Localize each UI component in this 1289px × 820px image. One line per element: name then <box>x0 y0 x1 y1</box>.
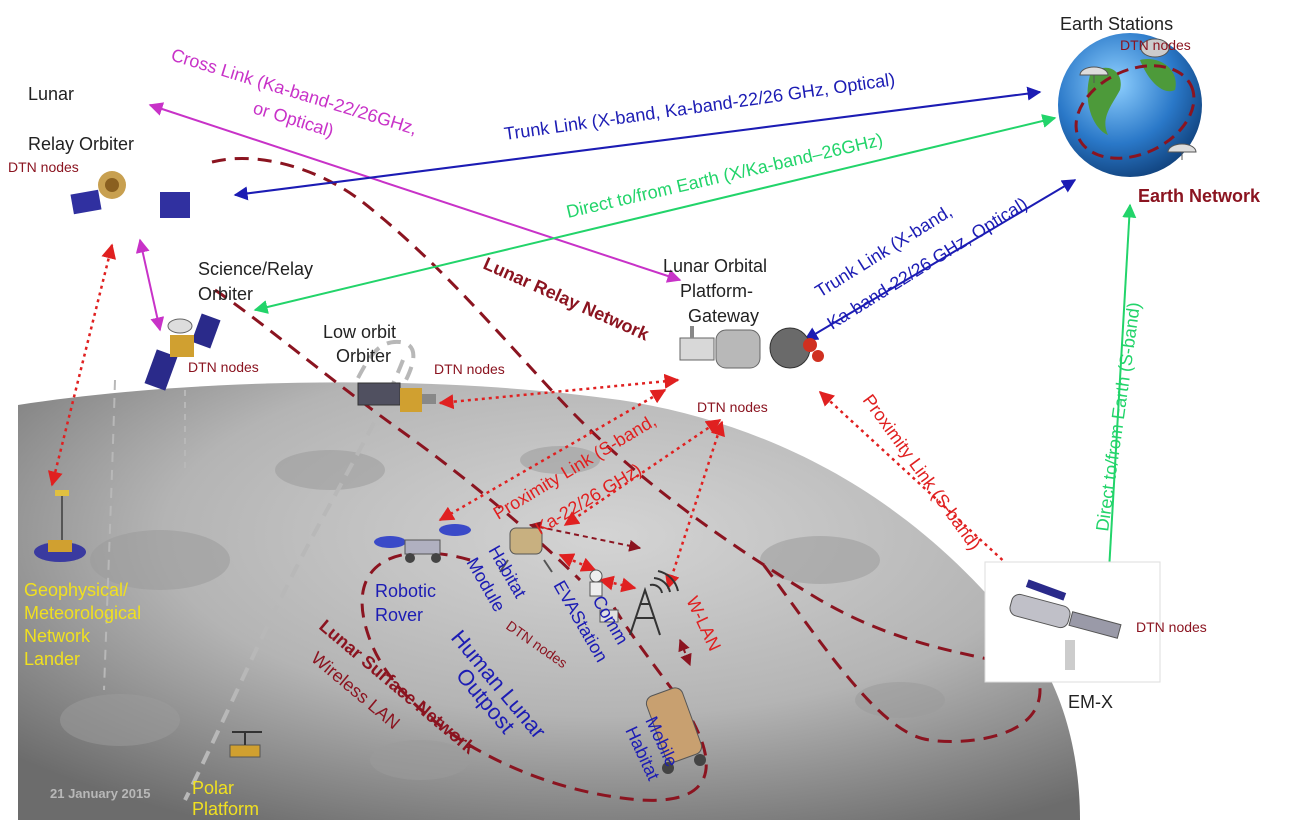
direct-earth-right-arrow <box>1101 203 1137 590</box>
earth-globe <box>1058 33 1202 177</box>
comm-station-tower-icon <box>629 570 679 636</box>
low-orbit-label-2: Orbiter <box>336 346 391 366</box>
emx-label: EM-X <box>1068 692 1113 712</box>
habitat-module-icon <box>499 527 553 573</box>
geo-lander-label: Geophysical/ <box>24 580 128 600</box>
dtn-relay-label: DTN nodes <box>8 159 79 175</box>
lunar-surface-network-orbit <box>360 551 708 802</box>
low-orbit-orbiter-icon <box>357 382 436 412</box>
geophysical-lander-icon <box>34 490 86 562</box>
low-orbit-label: Low orbit <box>323 322 396 342</box>
polar-platform-label: Polar <box>192 778 234 798</box>
astronaut-eva-icon <box>589 569 603 597</box>
dtn-emx-label: DTN nodes <box>1136 619 1207 635</box>
trunk-link-top-label: Trunk Link (X-band, Ka-band-22/26 GHz, O… <box>503 69 896 144</box>
comm-base-box <box>599 609 619 623</box>
ground-antenna-icon <box>1167 143 1197 160</box>
gateway-label-2: Platform- <box>680 281 753 301</box>
polar-platform-icon <box>229 731 262 758</box>
lunar-relay-network-label: Lunar Relay Network <box>480 253 653 344</box>
robotic-rover-icon <box>374 524 471 563</box>
earth-network-label: Earth Network <box>1138 186 1261 206</box>
science-relay-label-2: Orbiter <box>198 284 253 304</box>
dtn-low-label: DTN nodes <box>434 361 505 377</box>
robotic-rover-label: Robotic <box>375 581 436 601</box>
ground-track-line <box>356 339 416 402</box>
relay-to-science-arrow <box>135 238 165 332</box>
science-relay-orbiter-icon <box>144 313 221 391</box>
dtn-gateway-label: DTN nodes <box>697 399 768 415</box>
gateway-label: Lunar Orbital <box>663 256 767 276</box>
moon-surface <box>18 382 1080 820</box>
dtn-science-label: DTN nodes <box>188 359 259 375</box>
date-stamp: 21 January 2015 <box>50 786 150 801</box>
polar-platform-label-2: Platform <box>192 799 259 819</box>
proximity-links <box>47 243 1024 593</box>
geo-lander-label-2: Meteorological <box>24 603 141 623</box>
earth-stations-label: Earth Stations <box>1060 14 1173 34</box>
science-relay-label: Science/Relay <box>198 259 313 279</box>
lunar-orbital-gateway-icon <box>679 326 824 369</box>
em-x-icon <box>984 561 1161 683</box>
robotic-rover-label-2: Rover <box>375 605 423 625</box>
geo-lander-label-3: Network <box>24 626 91 646</box>
dtn-earth-label: DTN nodes <box>1120 37 1191 53</box>
ground-antenna-icon <box>1079 66 1109 83</box>
gateway-label-3: Gateway <box>688 306 759 326</box>
lunar-relay-orbiter-icon <box>70 171 190 218</box>
lunar-relay-orbiter-label: Lunar <box>28 84 74 104</box>
direct-earth-right-label: Direct to/from Earth (S-band) <box>1092 301 1144 533</box>
geo-lander-label-4: Lander <box>24 649 80 669</box>
observatory-dome-icon <box>1140 38 1170 58</box>
lunar-relay-orbiter-label-2: Relay Orbiter <box>28 134 134 154</box>
direct-earth-top-label: Direct to/from Earth (X/Ka-band–26GHz) <box>564 129 884 221</box>
mobile-habitat-icon <box>645 687 706 774</box>
surface-dark-links <box>528 521 692 667</box>
direct-earth-top-arrow <box>253 114 1057 314</box>
ground-track-line <box>183 359 405 801</box>
